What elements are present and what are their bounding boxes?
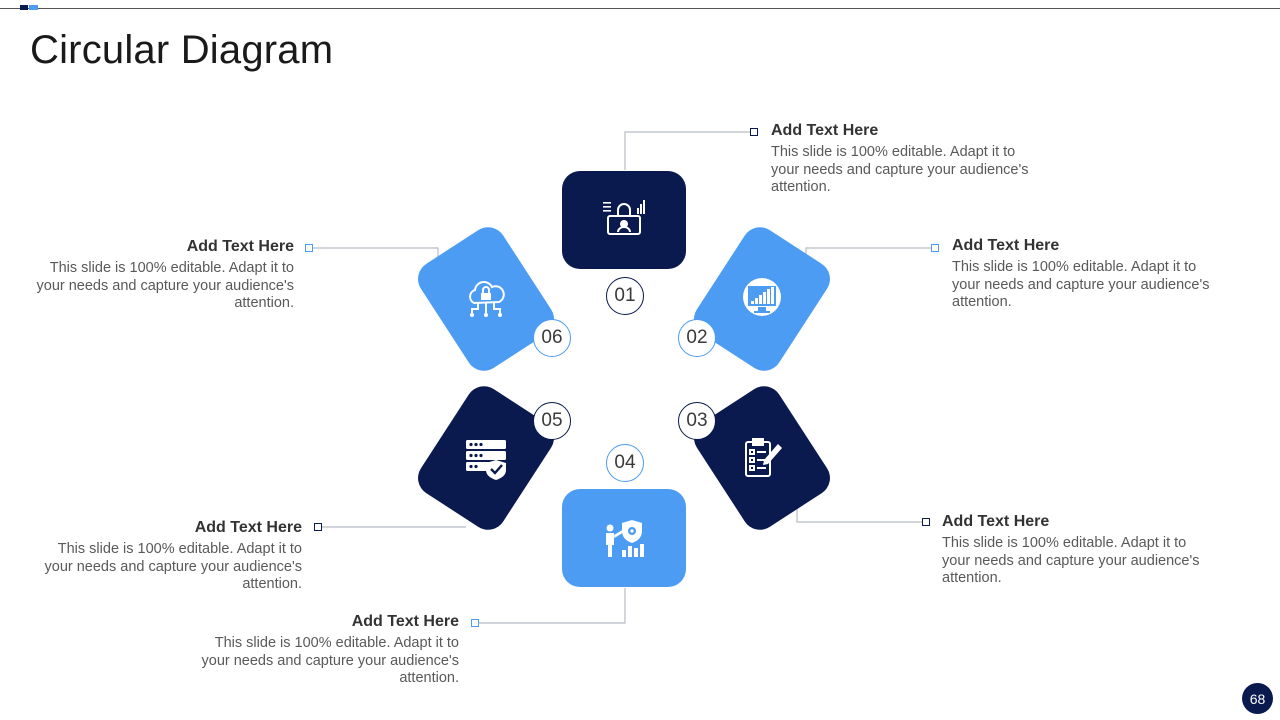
step-text-06: Add Text Here This slide is 100% editabl…: [24, 238, 295, 313]
accent-square-light: [29, 5, 38, 10]
step-number-02: 02: [678, 319, 716, 357]
step-tile-01: [562, 171, 686, 269]
accent-square-dark: [20, 5, 28, 10]
clipboard-checklist-icon: [745, 438, 782, 477]
monitor-graph-icon: [743, 278, 781, 316]
connector-marker-01: [750, 128, 758, 136]
step-number-03: 03: [678, 402, 716, 440]
connector-marker-05: [314, 523, 322, 531]
connector-marker-06: [305, 244, 313, 252]
step-heading-06: Add Text Here: [186, 238, 294, 255]
step-text-03: Add Text Here This slide is 100% editabl…: [942, 513, 1212, 588]
step-heading-05: Add Text Here: [194, 519, 302, 536]
step-body-03: This slide is 100% editable. Adapt it to…: [942, 535, 1200, 586]
page-title: Circular Diagram: [30, 28, 334, 72]
step-tile-05: [411, 379, 561, 537]
person-shield-chart-icon: [606, 520, 644, 557]
step-tile-06: [411, 220, 561, 378]
step-text-05: Add Text Here This slide is 100% editabl…: [32, 519, 303, 594]
step-text-02: Add Text Here This slide is 100% editabl…: [952, 237, 1222, 312]
connector-marker-04: [471, 619, 479, 627]
connector-marker-03: [922, 518, 930, 526]
step-heading-04: Add Text Here: [351, 613, 459, 630]
step-body-02: This slide is 100% editable. Adapt it to…: [952, 259, 1210, 310]
step-body-01: This slide is 100% editable. Adapt it to…: [771, 144, 1029, 195]
step-text-04: Add Text Here This slide is 100% editabl…: [189, 613, 460, 688]
top-rule: [0, 8, 1280, 9]
connector-marker-02: [931, 244, 939, 252]
step-body-06: This slide is 100% editable. Adapt it to…: [36, 260, 295, 311]
step-number-01: 01: [606, 277, 644, 315]
step-body-04: This slide is 100% editable. Adapt it to…: [201, 635, 460, 686]
step-heading-02: Add Text Here: [952, 237, 1060, 254]
step-tile-04: [562, 489, 686, 587]
secure-screen-icon: [603, 200, 645, 235]
step-body-05: This slide is 100% editable. Adapt it to…: [44, 541, 303, 592]
page-number-badge: 68: [1242, 683, 1273, 714]
step-number-04: 04: [606, 444, 644, 482]
step-number-05: 05: [533, 402, 571, 440]
step-heading-01: Add Text Here: [771, 122, 879, 139]
step-tile-03: [687, 379, 837, 537]
step-tile-02: [687, 220, 837, 378]
cloud-lock-icon: [469, 281, 505, 317]
step-number-06: 06: [533, 319, 571, 357]
step-heading-03: Add Text Here: [942, 513, 1050, 530]
server-shield-icon: [466, 440, 506, 480]
step-text-01: Add Text Here This slide is 100% editabl…: [771, 122, 1041, 197]
